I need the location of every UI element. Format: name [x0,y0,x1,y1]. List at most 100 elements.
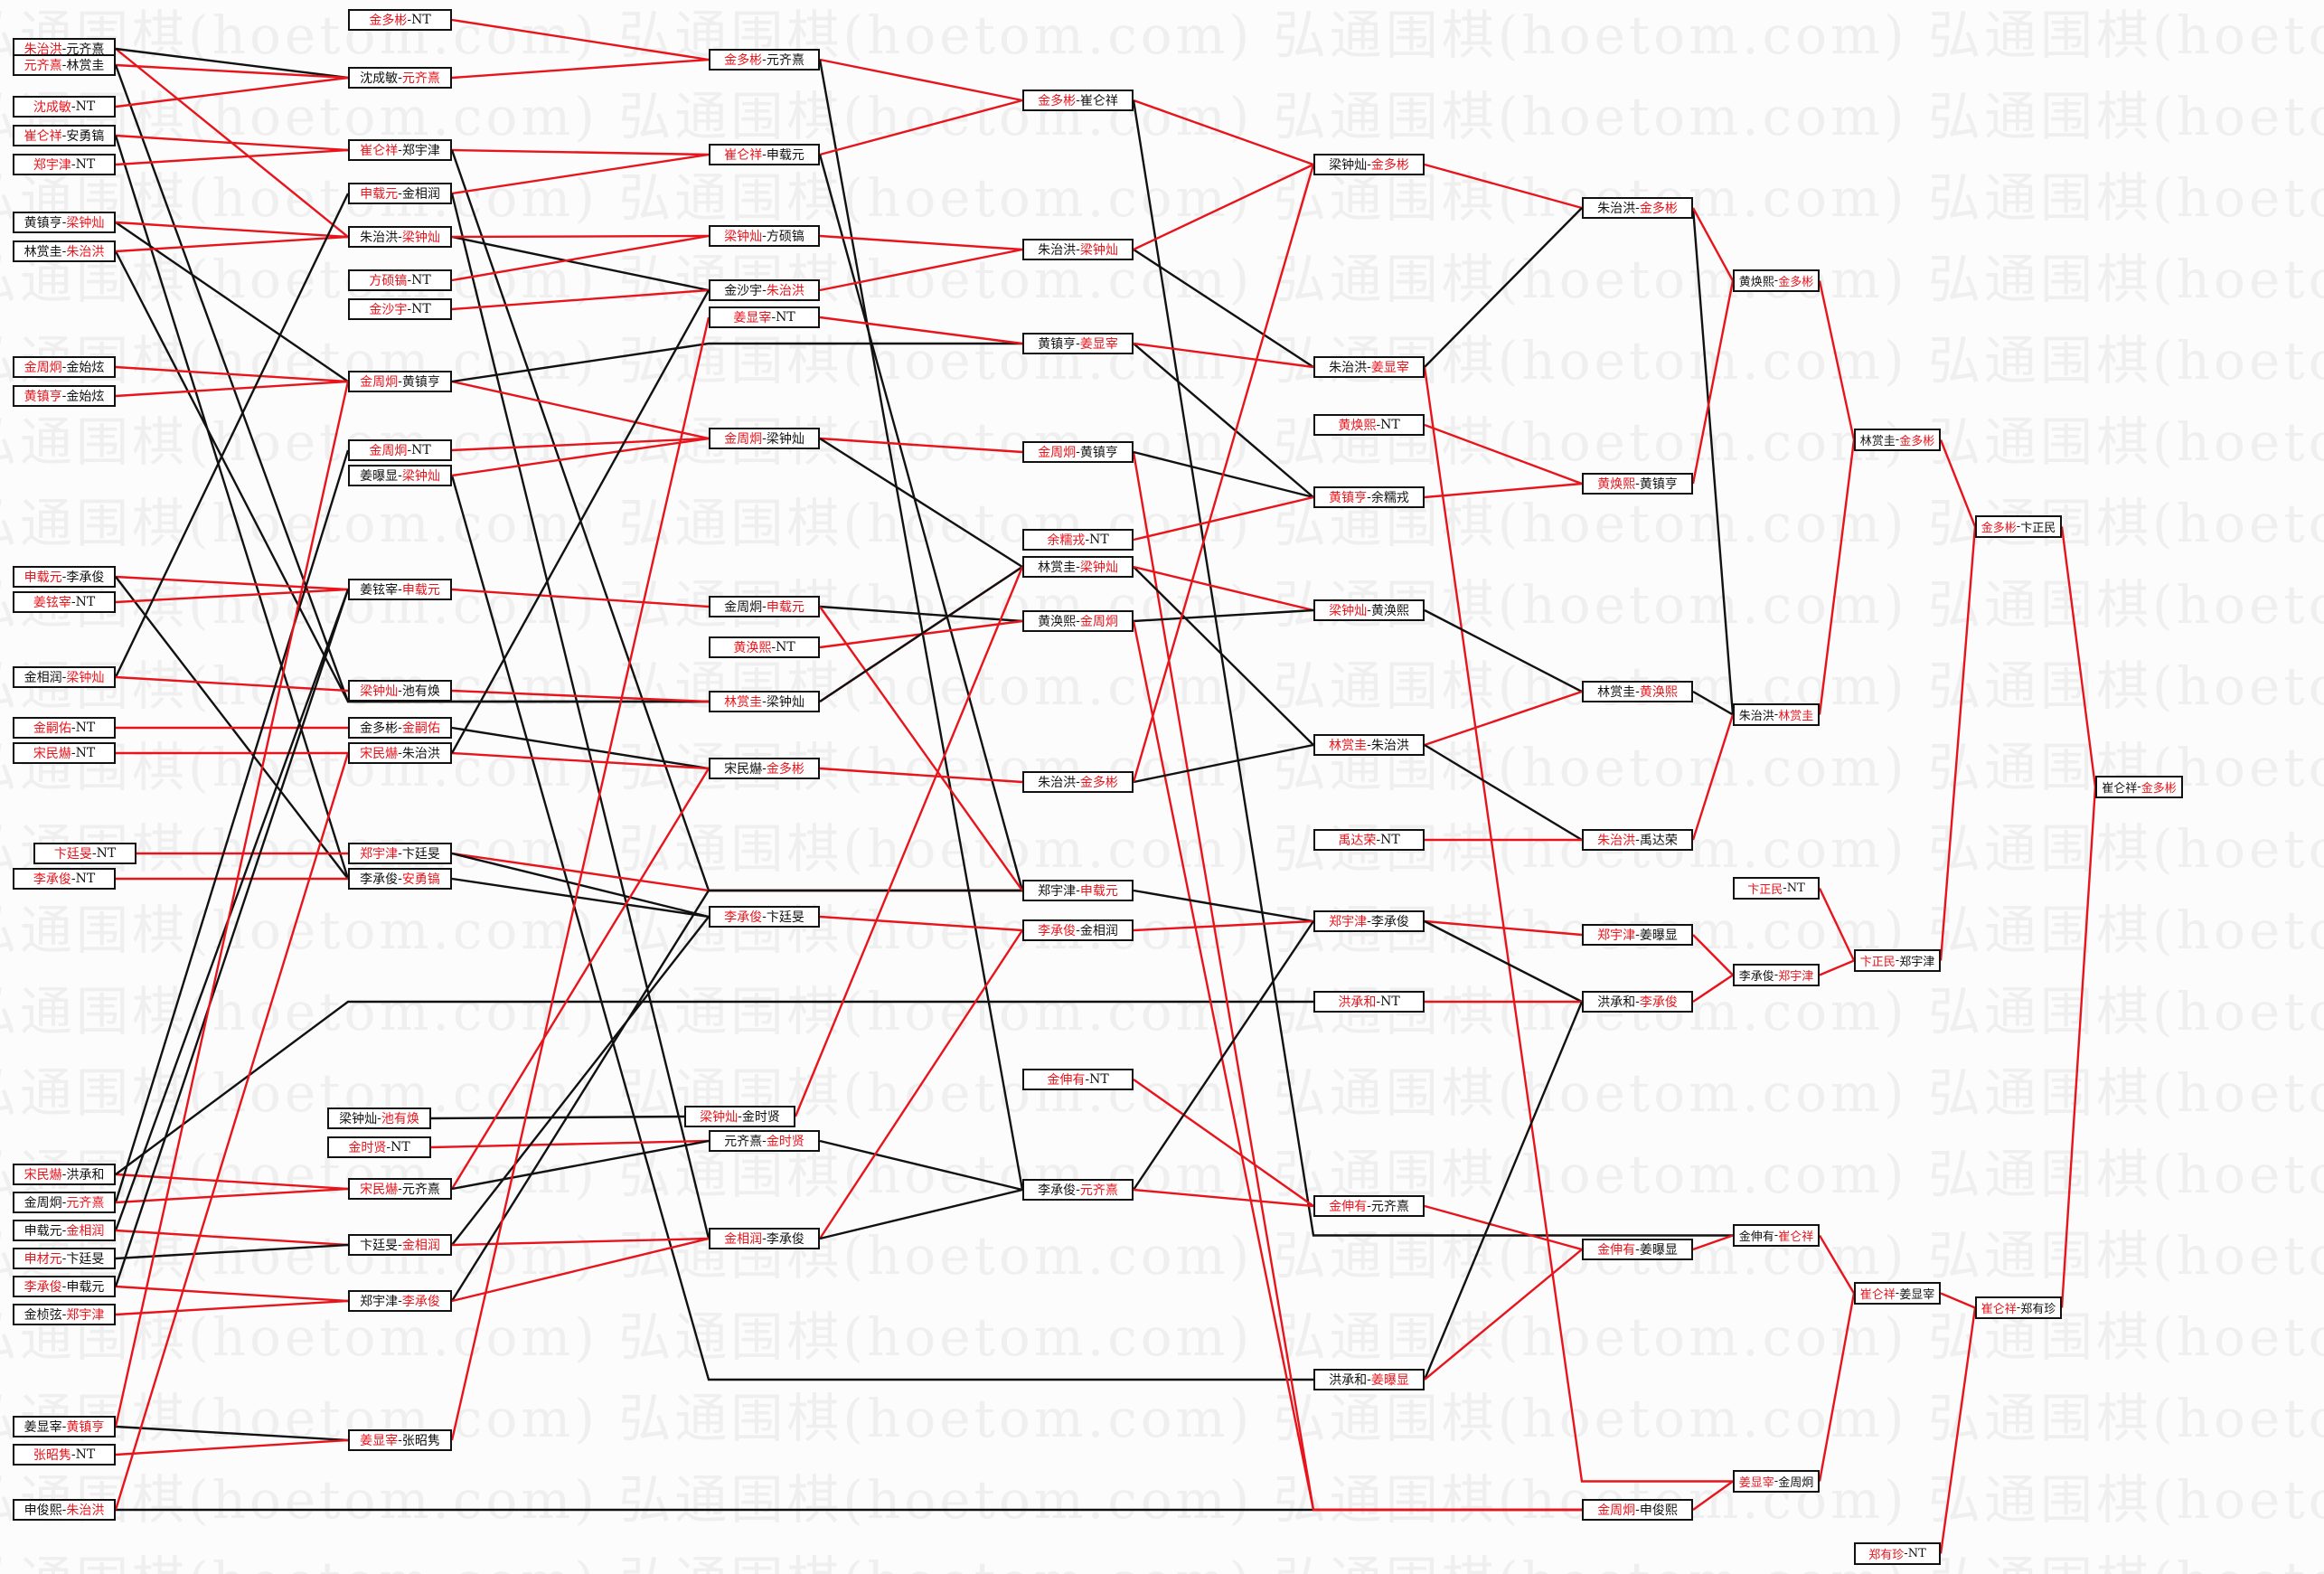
match-box[interactable]: 郑有珍-NT [1854,1542,1941,1565]
match-box[interactable]: 金伸有-姜曝显 [1582,1239,1693,1260]
match-box[interactable]: 朱治洪-金多彬 [1022,771,1134,793]
match-box[interactable]: 金沙宇-NT [348,298,452,320]
match-box[interactable]: 郑宇津-卞廷旻 [348,843,452,864]
match-box[interactable]: 朱治洪-金多彬 [1582,197,1693,219]
match-box[interactable]: 金周炯-申俊熙 [1582,1499,1693,1521]
match-box[interactable]: 卞廷旻-金相润 [348,1234,452,1256]
match-box[interactable]: 沈成敏-NT [13,96,116,118]
match-box[interactable]: 洪承和-姜曝显 [1313,1369,1425,1390]
match-box[interactable]: 沈成敏-元齐熹 [348,67,452,89]
match-box[interactable]: 洪承和-NT [1313,991,1425,1013]
match-box[interactable]: 郑宇津-李承俊 [348,1290,452,1312]
match-box[interactable]: 金伸有-元齐熹 [1313,1195,1425,1217]
match-box[interactable]: 金相润-梁钟灿 [13,666,116,688]
match-box[interactable]: 姜铉宰-NT [13,591,116,613]
match-box[interactable]: 崔仑祥-郑宇津 [348,139,452,161]
match-box[interactable]: 黄焕熙-黄镇亨 [1582,473,1693,495]
match-box[interactable]: 申材元-卞廷旻 [13,1248,116,1269]
match-box[interactable]: 金时贤-NT [327,1136,431,1158]
match-box[interactable]: 朱治洪-梁钟灿 [1022,239,1134,260]
match-box[interactable]: 宋民爀-金多彬 [709,758,820,779]
match-box[interactable]: 金多彬-元齐熹 [709,49,820,71]
match-box[interactable]: 元齐熹-金时贤 [709,1130,820,1152]
match-box[interactable]: 崔仑祥-姜显宰 [1854,1282,1941,1305]
match-box[interactable]: 宋民爀-朱治洪 [348,742,452,764]
match-box[interactable]: 李承俊-金相润 [1022,919,1134,941]
match-box[interactable]: 梁钟灿-池有焕 [327,1107,431,1129]
match-box[interactable]: 金周炯-梁钟灿 [709,428,820,449]
match-box[interactable]: 朱治洪-禹达荣 [1582,829,1693,851]
match-box[interactable]: 崔仑祥-郑有珍 [1975,1296,2062,1319]
match-box[interactable]: 宋民爀-洪承和 [13,1164,116,1185]
match-box[interactable]: 金多彬-NT [348,9,452,31]
match-box[interactable]: 金伸有-崔仑祥 [1733,1224,1820,1247]
match-box[interactable]: 林赏圭-朱治洪 [1313,734,1425,756]
match-box[interactable]: 金沙宇-朱治洪 [709,279,820,301]
match-box[interactable]: 李承俊-郑宇津 [1733,964,1820,986]
match-box[interactable]: 黄涣熙-NT [709,636,820,658]
match-box[interactable]: 姜显宰-NT [709,306,820,328]
match-box[interactable]: 崔仑祥-金多彬 [2095,776,2183,798]
match-box[interactable]: 申载元-金相润 [13,1220,116,1241]
match-box[interactable]: 金嗣佑-NT [13,717,116,739]
match-box[interactable]: 金桢弦-郑宇津 [13,1304,116,1325]
match-box[interactable]: 方硕镐-NT [348,269,452,291]
match-box[interactable]: 金多彬-金嗣佑 [348,717,452,739]
match-box[interactable]: 禹达荣-NT [1313,829,1425,851]
match-box[interactable]: 黄涣熙-金周炯 [1022,610,1134,632]
match-box[interactable]: 金周炯-申载元 [709,596,820,617]
match-box[interactable]: 梁钟灿-金多彬 [1313,154,1425,175]
match-box[interactable]: 余糯戎-NT [1022,529,1134,551]
match-box[interactable]: 梁钟灿-池有焕 [348,680,452,702]
match-box[interactable]: 李承俊-NT [13,868,116,890]
match-box[interactable]: 李承俊-安勇镐 [348,868,452,890]
match-box[interactable]: 申俊熙-朱治洪 [13,1499,116,1521]
match-box[interactable]: 姜显宰-金周炯 [1733,1470,1820,1493]
match-box[interactable]: 梁钟灿-金时贤 [684,1106,795,1127]
match-box[interactable]: 卞廷旻-NT [33,843,136,864]
match-box[interactable]: 宋民爀-元齐熹 [348,1178,452,1200]
match-box[interactable]: 金相润-李承俊 [709,1228,820,1249]
match-box[interactable]: 林赏圭-梁钟灿 [1022,556,1134,578]
match-box[interactable]: 朱治洪-林赏圭 [1733,703,1820,726]
match-box[interactable]: 郑宇津-李承俊 [1313,910,1425,932]
match-box[interactable]: 林赏圭-金多彬 [1854,429,1941,451]
match-box[interactable]: 李承俊-元齐熹 [1022,1179,1134,1201]
match-box[interactable]: 崔仑祥-安勇镐 [13,125,116,146]
match-box[interactable]: 崔仑祥-申载元 [709,144,820,165]
match-box[interactable]: 卞正民-郑宇津 [1854,949,1941,972]
match-box[interactable]: 姜铉宰-申载元 [348,579,452,600]
match-box[interactable]: 金周炯-NT [348,439,452,461]
match-box[interactable]: 申载元-金相润 [348,183,452,204]
match-box[interactable]: 张昭隽-NT [13,1444,116,1466]
match-box[interactable]: 姜曝显-梁钟灿 [348,465,452,486]
match-box[interactable]: 姜显宰-张昭隽 [348,1429,452,1451]
match-box[interactable]: 朱治洪-姜显宰 [1313,356,1425,378]
match-box[interactable]: 金多彬-卞正民 [1975,515,2062,538]
match-box[interactable]: 姜显宰-黄镇亨 [13,1416,116,1437]
match-box[interactable]: 郑宇津-NT [13,154,116,175]
match-box[interactable]: 黄镇亨-金始炫 [13,385,116,407]
match-box[interactable]: 卞正民-NT [1733,877,1820,900]
match-box[interactable]: 郑宇津-申载元 [1022,880,1134,901]
match-box[interactable]: 李承俊-申载元 [13,1276,116,1297]
match-box[interactable]: 梁钟灿-方硕镐 [709,225,820,247]
match-box[interactable]: 梁钟灿-黄涣熙 [1313,599,1425,621]
match-box[interactable]: 元齐熹-林赏圭 [13,54,116,76]
match-box[interactable]: 金周炯-元齐熹 [13,1192,116,1213]
match-box[interactable]: 金多彬-崔仑祥 [1022,90,1134,111]
match-box[interactable]: 申载元-李承俊 [13,566,116,588]
match-box[interactable]: 黄镇亨-余糯戎 [1313,486,1425,508]
match-box[interactable]: 金周炯-黄镇亨 [1022,441,1134,463]
match-box[interactable]: 朱治洪-梁钟灿 [348,226,452,248]
match-box[interactable]: 金周炯-黄镇亨 [348,371,452,392]
match-box[interactable]: 黄焕熙-金多彬 [1733,269,1820,292]
match-box[interactable]: 林赏圭-黄涣熙 [1582,681,1693,702]
match-box[interactable]: 黄焕熙-NT [1313,414,1425,436]
match-box[interactable]: 黄镇亨-姜显宰 [1022,333,1134,354]
match-box[interactable]: 郑宇津-姜曝显 [1582,924,1693,946]
match-box[interactable]: 金周炯-金始炫 [13,356,116,378]
match-box[interactable]: 洪承和-李承俊 [1582,991,1693,1013]
match-box[interactable]: 黄镇亨-梁钟灿 [13,212,116,233]
match-box[interactable]: 宋民爀-NT [13,742,116,764]
